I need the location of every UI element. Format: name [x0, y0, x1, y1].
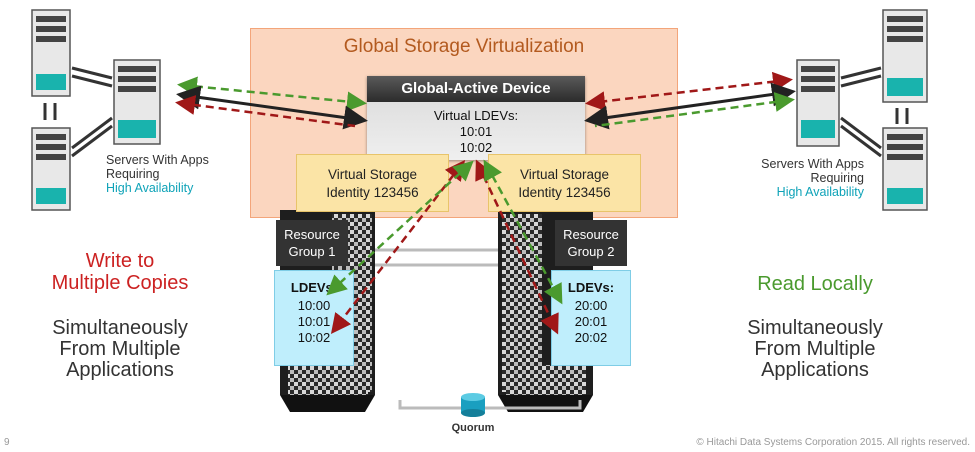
- ldev-item: 10:01: [297, 314, 331, 329]
- ldev-item: 20:01: [574, 314, 608, 329]
- ldev-label-group-2: LDEVs:: [567, 280, 615, 295]
- right-gray-line1: Simultaneously: [747, 317, 883, 339]
- right-gray-line3: Applications: [761, 359, 869, 381]
- arrow-left-read: [177, 76, 367, 112]
- arrow-right-write: [585, 71, 793, 112]
- virtual-ldev-item: 10:01: [459, 124, 493, 139]
- servers-left-icon: [31, 9, 161, 211]
- left-gray-line3: Applications: [66, 359, 174, 381]
- virtual-ldevs-label: Virtual LDEVs:: [433, 108, 519, 123]
- servers-left-line3: High Availability: [106, 181, 194, 195]
- ldev-item: 10:02: [297, 330, 331, 345]
- left-gray-line2: From Multiple: [59, 338, 181, 360]
- arrow-left-write: [175, 95, 356, 128]
- servers-right-line2: Requiring: [810, 171, 864, 185]
- servers-left-line1: Servers With Apps: [106, 153, 209, 167]
- copyright-notice: © Hitachi Data Systems Corporation 2015.…: [696, 437, 970, 448]
- arrow-gad-to-group2-read: [483, 159, 563, 305]
- resource-group-2-line1: Resource: [563, 227, 619, 242]
- ldev-item: 20:02: [574, 330, 608, 345]
- ldev-item: 10:00: [297, 298, 331, 313]
- arrow-gad-to-group1-read: [326, 160, 474, 296]
- servers-right-line3: High Availability: [776, 185, 864, 199]
- resource-group-1-line2: Group 1: [288, 244, 336, 259]
- arrow-right-read: [594, 92, 795, 128]
- arrow-gad-to-group1-write: [330, 160, 466, 334]
- servers-left-caption: Servers With Apps Requiring High Availab…: [106, 153, 209, 195]
- arrow-right-link: [584, 82, 796, 130]
- servers-right-icon: [796, 9, 928, 211]
- ldev-item: 20:00: [574, 298, 608, 313]
- virtual-ldev-item: 10:02: [459, 140, 493, 155]
- resource-group-2-line2: Group 2: [567, 244, 615, 259]
- arrow-gad-to-group2-write: [475, 159, 559, 335]
- servers-left-line2: Requiring: [106, 167, 160, 181]
- quorum-label: Quorum: [451, 422, 495, 434]
- right-simultaneous-text: Simultaneously From Multiple Application…: [715, 318, 915, 381]
- servers-right-line1: Servers With Apps: [761, 157, 864, 171]
- read-locally-text: Read Locally: [757, 273, 873, 295]
- left-gray-line1: Simultaneously: [52, 317, 188, 339]
- write-line2: Multiple Copies: [51, 272, 189, 294]
- write-copies-text: Write to Multiple Copies: [20, 250, 220, 294]
- resource-group-1-line1: Resource: [284, 227, 340, 242]
- write-line1: Write to: [85, 250, 155, 272]
- quorum-disk-icon: [461, 393, 485, 417]
- right-gray-line2: From Multiple: [754, 338, 876, 360]
- page-number: 9: [4, 437, 10, 448]
- left-simultaneous-text: Simultaneously From Multiple Application…: [20, 318, 220, 381]
- resource-group-2-header: Resource Group 2: [555, 220, 627, 266]
- arrow-left-link: [176, 85, 368, 130]
- ldev-label-group-1: LDEVs:: [290, 280, 338, 295]
- ldev-box-group-2: [551, 270, 631, 366]
- gad-title: Global-Active Device: [367, 76, 585, 102]
- servers-right-caption: Servers With Apps Requiring High Availab…: [720, 157, 864, 199]
- global-storage-title: Global Storage Virtualization: [343, 36, 585, 57]
